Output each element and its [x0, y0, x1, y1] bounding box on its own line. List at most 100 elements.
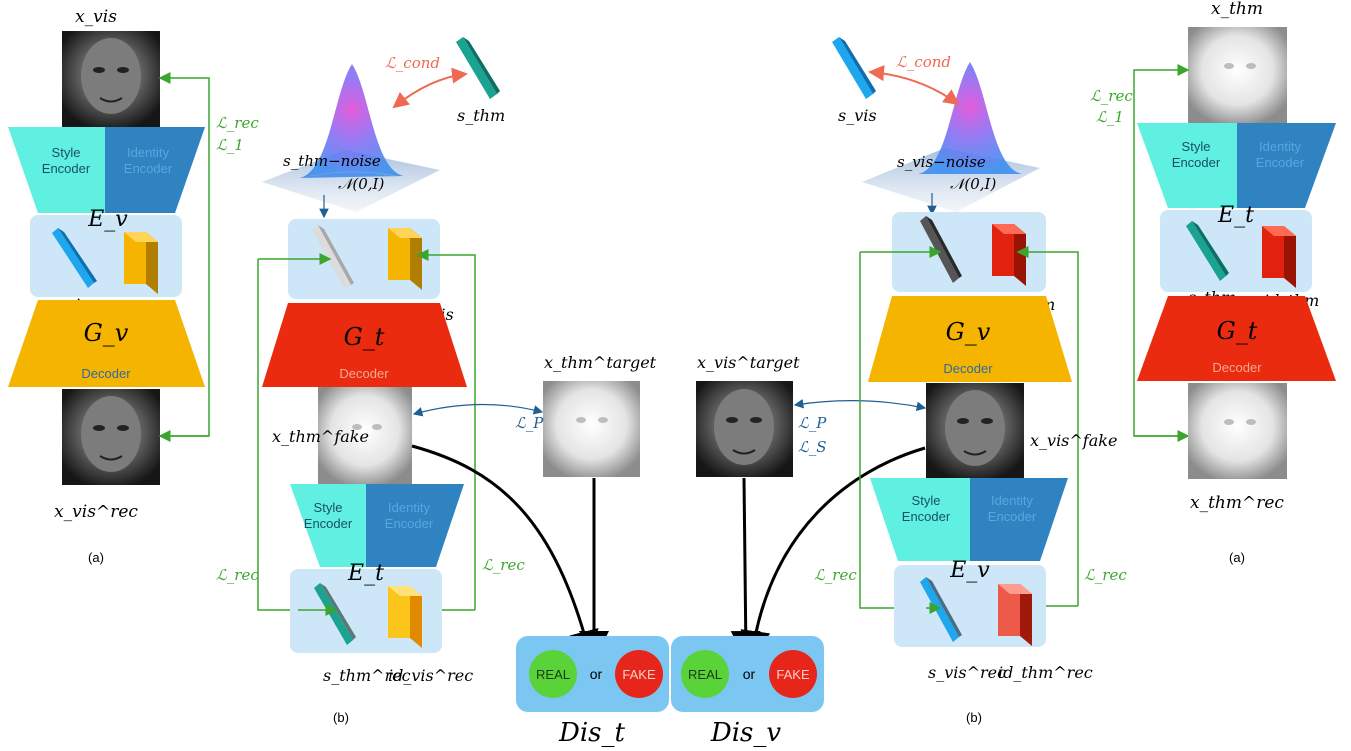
id-vector-id-vis-left — [124, 232, 158, 294]
decoder-G-t-right — [1137, 296, 1336, 381]
real-circle-t — [529, 650, 577, 698]
label-id-vis-rec: id_vis^rec — [388, 666, 473, 685]
loss-rec-b-left-2: ℒ_rec — [482, 556, 525, 574]
fake-vis-to-dis — [740, 446, 926, 661]
panel-b-right: ℒ_cond s_vis s_vis−noise 𝒩(0,I) id_thm G… — [814, 37, 1127, 725]
style-encoder-line2: Encoder — [304, 516, 353, 531]
style-vector-s-thm-ref — [456, 37, 500, 99]
style-encoder-line2: Encoder — [902, 509, 951, 524]
label-x-thm: x_thm — [1211, 0, 1263, 19]
fake-thm-to-dis — [411, 444, 599, 661]
style-encoder-line1: Style — [314, 500, 343, 515]
panel-a-left: x_vis Style Encoder Identity Encoder E_v… — [8, 7, 259, 565]
face-visible-reconstructed — [62, 389, 160, 485]
style-vector-s-vis-ref — [832, 37, 876, 99]
id-vector-id-vis-b — [388, 228, 422, 290]
fake-circle-v — [769, 650, 817, 698]
label-x-thm-target: x_thm^target — [544, 353, 657, 372]
label-E-v-left: E_v — [87, 207, 128, 232]
decoder-G-t-b — [262, 303, 467, 387]
cond-loss-arrow-left — [392, 67, 468, 109]
loss-s-right: ℒ_S — [798, 438, 827, 456]
fake-label-t: FAKE — [622, 667, 656, 682]
identity-encoder-block — [1237, 123, 1336, 208]
identity-encoder-line1: Identity — [127, 145, 169, 160]
gaussian-noise-plot-left — [262, 64, 440, 212]
loss-rec-right-a: ℒ_rec — [1090, 87, 1133, 105]
rec-loop-id-right — [1016, 246, 1079, 606]
style-encoder-line1: Style — [1182, 139, 1211, 154]
label-G-t-right: G_t — [1217, 317, 1258, 345]
style-encoder-block — [1137, 123, 1237, 208]
decoder-text-b-right: Decoder — [943, 361, 993, 376]
loss-rec-b-right-2: ℒ_rec — [1084, 566, 1127, 584]
decoder-G-v-left — [8, 300, 205, 387]
style-encoder-line2: Encoder — [1172, 155, 1221, 170]
decoder-text-right: Decoder — [1212, 360, 1262, 375]
label-x-thm-fake: x_thm^fake — [272, 427, 369, 446]
face-thermal-input — [1188, 27, 1287, 123]
id-vector-id-vis-rec — [388, 586, 422, 648]
label-x-vis-rec: x_vis^rec — [54, 502, 138, 522]
label-E-t-right: E_t — [1217, 203, 1254, 228]
decoder-G-v-b — [868, 296, 1072, 382]
decoder-text-b-left: Decoder — [339, 366, 389, 381]
loss-rec-b-left-1: ℒ_rec — [216, 566, 259, 584]
or-label-t: or — [590, 666, 603, 682]
real-label-t: REAL — [536, 667, 570, 682]
panel-label-b-right: (b) — [966, 710, 982, 725]
label-G-t-b: G_t — [344, 323, 385, 351]
identity-encoder-line2: Encoder — [988, 509, 1037, 524]
discriminator-section: x_thm^target x_vis^target ℒ_P ℒ_P ℒ_S RE… — [411, 353, 927, 748]
label-dis-v: Dis_v — [710, 718, 782, 748]
panel-a-right: x_thm ℒ_rec ℒ_1 Style Encoder Identity E… — [1090, 0, 1336, 565]
label-s-vis-noise: s_vis−noise — [897, 153, 986, 171]
style-vector-s-vis-left — [52, 228, 97, 288]
label-E-v-b: E_v — [949, 558, 990, 583]
label-x-vis: x_vis — [75, 7, 117, 27]
perceptual-loss-arrow-left — [412, 403, 544, 417]
style-encoder-line1: Style — [912, 493, 941, 508]
loss-rec-left-a: ℒ_rec — [216, 114, 259, 132]
label-x-thm-rec: x_thm^rec — [1190, 493, 1284, 513]
id-vector-id-thm-right — [1262, 226, 1296, 288]
identity-encoder-line1: Identity — [991, 493, 1033, 508]
face-visible-target — [696, 381, 793, 477]
fake-label-v: FAKE — [776, 667, 810, 682]
face-visible-input — [62, 31, 160, 127]
panel-label-b-left: (b) — [333, 710, 349, 725]
identity-encoder-block — [105, 127, 205, 213]
face-thermal-reconstructed — [1188, 383, 1287, 479]
label-x-vis-fake: x_vis^fake — [1030, 431, 1117, 450]
label-normal-left: 𝒩(0,I) — [338, 175, 384, 193]
fake-circle-t — [615, 650, 663, 698]
label-normal-right: 𝒩(0,I) — [950, 175, 996, 193]
cond-loss-arrow-right — [868, 65, 960, 106]
face-thermal-fake — [318, 387, 412, 484]
loss-p-left: ℒ_P — [515, 414, 544, 432]
style-vector-s-thm-right — [1186, 221, 1229, 281]
face-thermal-target — [543, 381, 640, 477]
label-dis-t: Dis_t — [558, 718, 626, 748]
style-encoder-block-b-left — [290, 484, 366, 567]
label-s-vis: s_vis — [838, 106, 877, 125]
label-G-v-b: G_v — [946, 318, 991, 346]
id-vector-id-thm-rec — [998, 584, 1032, 646]
loss-rec-b-right-1: ℒ_rec — [814, 566, 857, 584]
or-label-v: or — [743, 666, 756, 682]
style-vector-s-thm-noise — [312, 225, 354, 290]
style-encoder-block — [8, 127, 105, 213]
panel-b-left: ℒ_cond s_thm s_thm−noise 𝒩(0,I) id_vis G… — [216, 37, 525, 725]
label-E-t-b: E_t — [347, 561, 384, 586]
style-encoder-block-b-right — [870, 478, 970, 561]
identity-encoder-line1: Identity — [388, 500, 430, 515]
loss-l1-left-a: ℒ_1 — [216, 136, 244, 154]
style-encoder-line2: Encoder — [42, 161, 91, 176]
target-vis-to-dis — [730, 477, 761, 661]
real-label-v: REAL — [688, 667, 722, 682]
identity-encoder-line1: Identity — [1259, 139, 1301, 154]
label-x-vis-target: x_vis^target — [697, 353, 800, 372]
style-encoder-line1: Style — [52, 145, 81, 160]
panel-label-a-left: (a) — [88, 550, 104, 565]
